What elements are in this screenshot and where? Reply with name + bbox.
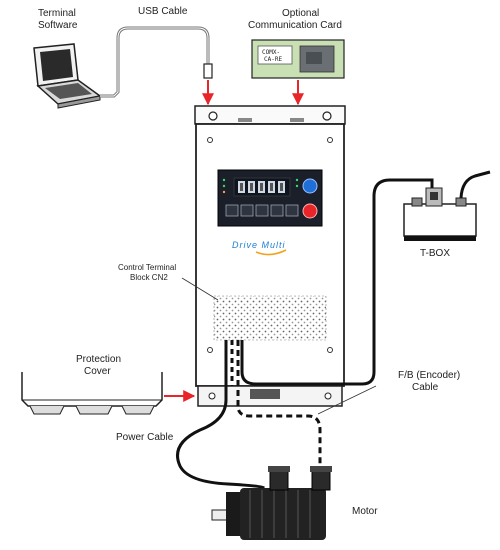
power-cable (176, 340, 266, 490)
protection-label-1: Protection (76, 354, 121, 365)
tbox-cable (240, 178, 408, 386)
usb-cable-label: USB Cable (138, 6, 188, 17)
control-panel (217, 169, 323, 227)
card-text-1: COMX- (262, 49, 280, 56)
terminal-software-label-2: Software (38, 20, 78, 31)
run-button (302, 178, 318, 194)
control-terminal-label-2: Block CN2 (130, 273, 168, 282)
encoder-cable (236, 340, 322, 468)
t-box (403, 170, 491, 241)
motor-label: Motor (352, 506, 378, 517)
optional-card-label-1: Optional (282, 8, 319, 19)
protection-cover (21, 372, 163, 415)
keypad-buttons (225, 204, 299, 217)
control-terminal-label-1: Control Terminal (118, 263, 176, 272)
fb-cable-label-2: Cable (412, 382, 439, 393)
terminal-software-label-1: Terminal (38, 8, 76, 19)
communication-card: COMX- CA-RE (251, 39, 345, 79)
fb-cable-label-1: F/B (Encoder) (398, 370, 460, 381)
optional-card-label-2: Communication Card (248, 20, 342, 31)
usb-cable-line (100, 26, 210, 98)
control-terminal-block (213, 295, 327, 341)
drive-unit (194, 105, 346, 407)
tbox-label: T-BOX (420, 248, 450, 259)
usb-connector (203, 63, 213, 79)
card-text-2: CA-RE (264, 56, 282, 63)
drive-logo: Drive Multi (232, 240, 286, 250)
motor-icon (211, 466, 332, 540)
power-cable-label: Power Cable (116, 432, 174, 443)
laptop-icon (33, 43, 102, 109)
stop-button (302, 203, 318, 219)
protection-label-2: Cover (84, 366, 111, 377)
